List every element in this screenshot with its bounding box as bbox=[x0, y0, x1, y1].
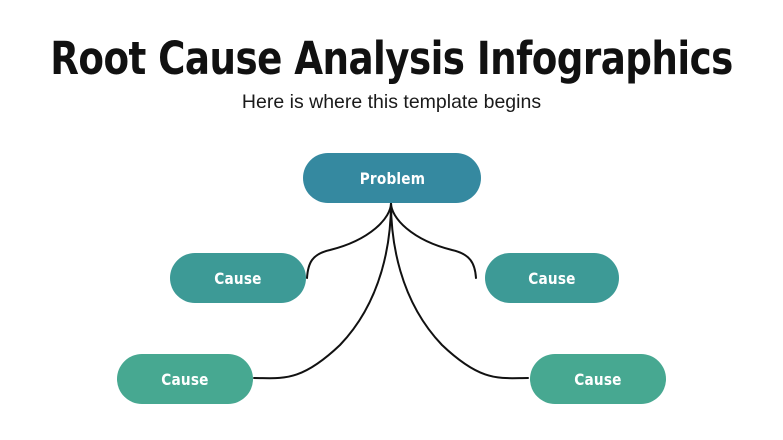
node-cause-1[interactable]: Cause bbox=[170, 253, 306, 303]
node-cause-4-label: Cause bbox=[574, 369, 622, 389]
node-cause-4[interactable]: Cause bbox=[530, 354, 666, 404]
node-cause-3[interactable]: Cause bbox=[117, 354, 253, 404]
node-problem[interactable]: Problem bbox=[303, 153, 481, 203]
node-cause-3-label: Cause bbox=[161, 369, 209, 389]
page-title: Root Cause Analysis Infographics bbox=[50, 32, 733, 85]
node-problem-label: Problem bbox=[359, 168, 425, 188]
connector-problem-cause-2 bbox=[390, 202, 477, 279]
connector-problem-cause-1 bbox=[306, 202, 392, 279]
node-cause-2-label: Cause bbox=[528, 268, 576, 288]
node-cause-2[interactable]: Cause bbox=[485, 253, 619, 303]
page-subtitle: Here is where this template begins bbox=[241, 91, 542, 113]
node-cause-1-label: Cause bbox=[214, 268, 262, 288]
